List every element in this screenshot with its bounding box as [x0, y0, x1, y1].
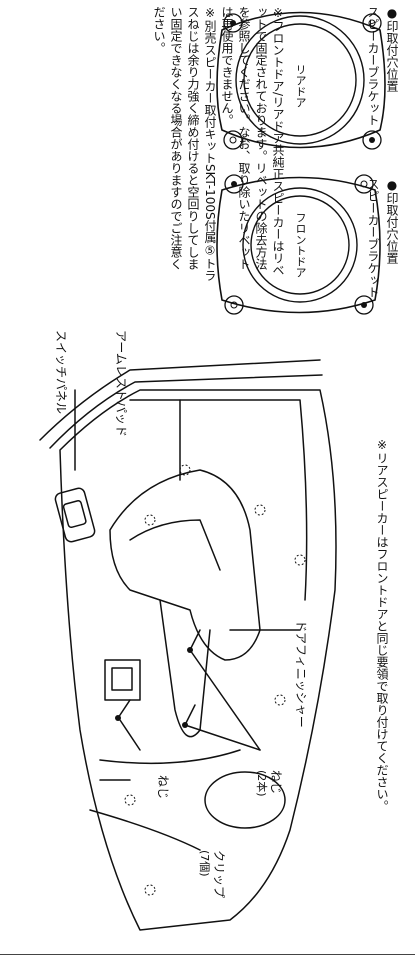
clip-label: クリップ [212, 850, 226, 899]
armrest-pad-label: アームレストパッド [114, 330, 128, 437]
mount-hole-icon [354, 295, 374, 315]
note2-line-2: スねじは余り力強く締め付けると空回りしてしま [186, 6, 200, 270]
clip-icon [274, 694, 286, 706]
mount-hole-icon [223, 130, 243, 150]
rear-door-bracket [216, 11, 386, 150]
bracket-diagrams [216, 11, 386, 315]
clip-icon [144, 514, 156, 526]
screw-label: ねじ [156, 775, 170, 800]
clip-icon [254, 504, 266, 516]
screw-two-count: (2本) [255, 770, 268, 797]
note2-line-1: ※別売スピーカー取付キットSKT-100S付属⑤トラ [203, 6, 217, 282]
mount-hole-icon [224, 295, 244, 315]
front-door-bracket [216, 174, 381, 315]
clip-icon [124, 794, 136, 806]
rear-bracket-position-label: ●印取付穴位置 [385, 6, 399, 92]
bottom-rule [0, 954, 415, 955]
screw-icon [182, 722, 188, 728]
switch-panel-label: スイッチパネル [54, 330, 68, 415]
rear-door-circle-label: リアドア [294, 64, 307, 108]
clip-icon [179, 464, 191, 476]
note2-line-4: ださい。 [152, 6, 166, 54]
mount-hole-icon [224, 174, 244, 194]
note1-line-1: ※フロントドア/リアドア共純正スピーカーはリベ [271, 6, 285, 277]
note1-line-2: ットで固定されております。リベットの除去方法 [254, 6, 268, 270]
door-finisher-label: ドアフィニッシャー [294, 620, 308, 728]
screw-two-label: ねじ [269, 770, 283, 795]
front-bracket-caption: スピーカーブラケット [366, 178, 380, 298]
note1-line-4: は再使用できません。 [220, 6, 234, 126]
screw-icon [115, 715, 121, 721]
rear-bracket-caption: スピーカーブラケット [366, 6, 380, 126]
clip-count: (7個) [198, 850, 211, 877]
door-panel-diagram [39, 359, 337, 931]
mount-hole-icon [362, 13, 382, 33]
clip-icon [294, 554, 306, 566]
clip-icon [144, 884, 156, 896]
screw-icon [187, 647, 193, 653]
front-bracket-position-label: ●印取付穴位置 [385, 178, 399, 264]
footer-note: ※リアスピーカーはフロントドアと同じ要領で取り付けてください。 [375, 438, 389, 812]
front-door-circle-label: フロントドア [294, 212, 307, 278]
mount-hole-icon [354, 174, 374, 194]
mount-hole-icon [223, 13, 243, 33]
note2-line-3: い固定できなくなる場合がありますのでご注意く [169, 6, 183, 270]
mount-hole-icon [362, 130, 382, 150]
